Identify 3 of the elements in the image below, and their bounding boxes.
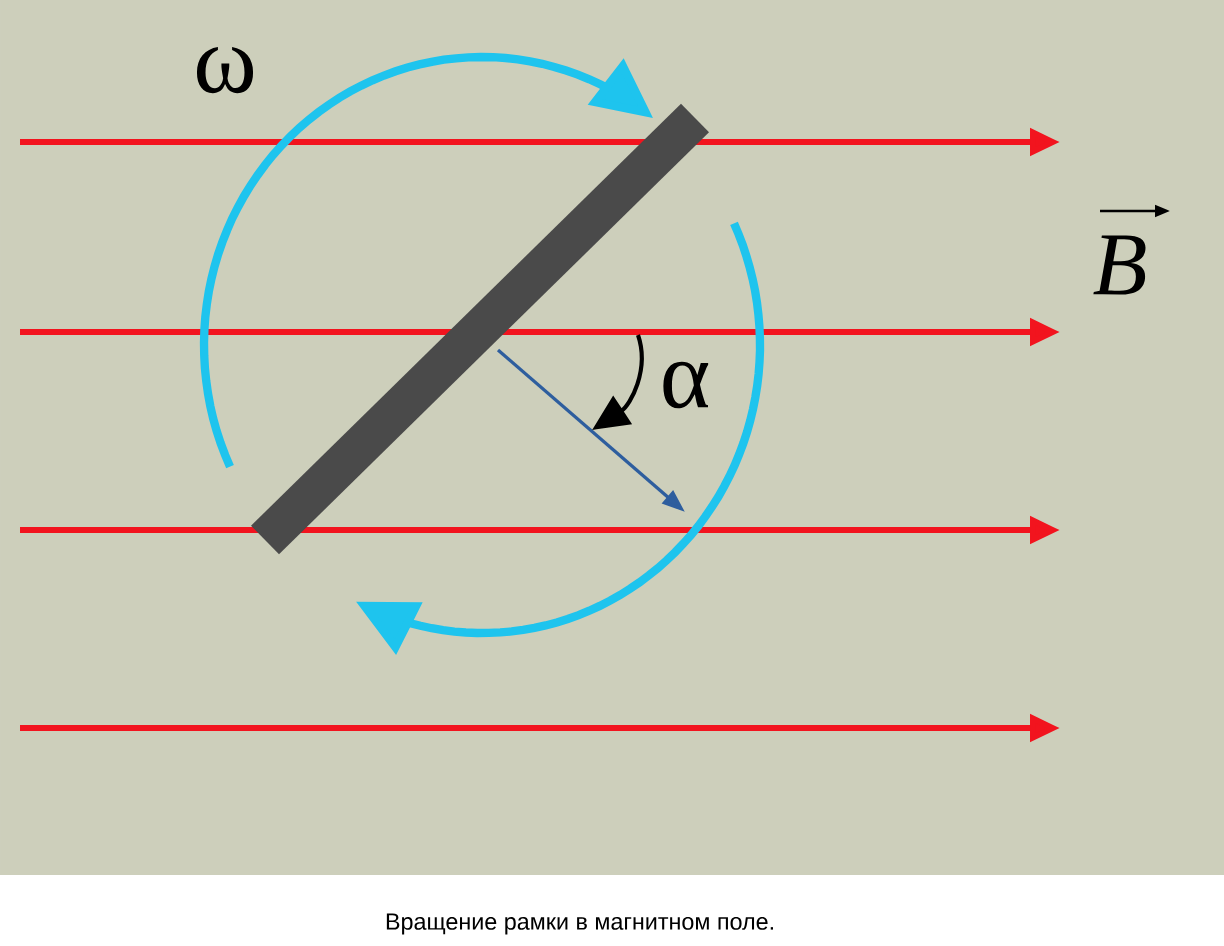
caption: Вращение рамки в магнитном поле.	[386, 913, 773, 935]
angle-label: α	[663, 361, 709, 409]
angular-velocity-label: ω	[196, 46, 254, 94]
